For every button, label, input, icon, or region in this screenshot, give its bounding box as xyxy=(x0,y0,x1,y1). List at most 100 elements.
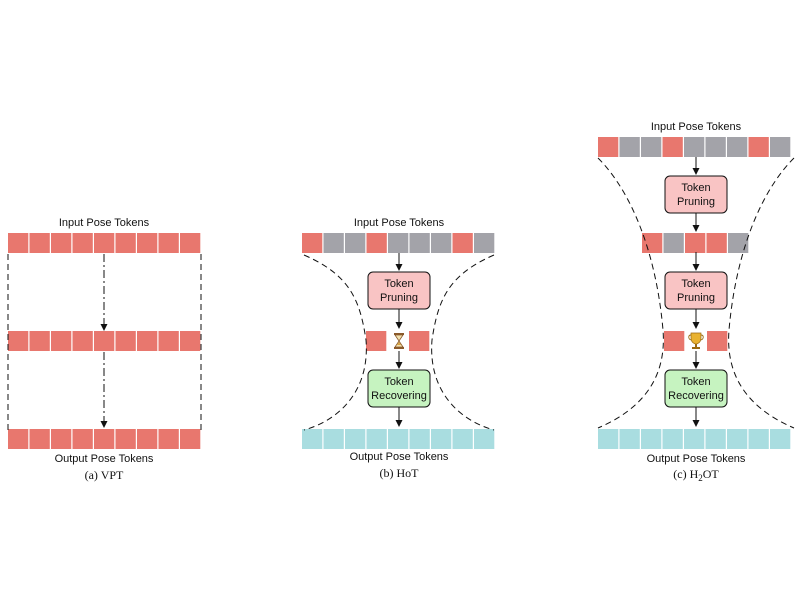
hot-output-token-9 xyxy=(474,429,495,449)
hot-output-label: Output Pose Tokens xyxy=(350,451,449,463)
hot-output-token-7 xyxy=(431,429,452,449)
vpt-middle-token-3 xyxy=(51,331,72,351)
vpt-output-token-8 xyxy=(158,429,179,449)
h2ot-pruned-token-b-1 xyxy=(664,331,685,351)
h2ot-input-token-4 xyxy=(662,137,683,157)
h2ot-output-label: Output Pose Tokens xyxy=(647,453,746,465)
vpt-middle-token-2 xyxy=(29,331,50,351)
vpt-middle-token-9 xyxy=(180,331,201,351)
h2ot-input-token-2 xyxy=(619,137,640,157)
h2ot-input-token-row xyxy=(598,137,791,157)
vpt-middle-token-4 xyxy=(72,331,93,351)
h2ot-input-label: Input Pose Tokens xyxy=(651,121,742,133)
h2ot-pruning1-text-2: Pruning xyxy=(677,196,715,208)
vpt-input-token-8 xyxy=(158,233,179,253)
hot-input-token-2 xyxy=(323,233,344,253)
panel-hot: Input Pose Tokens Token Pruning Token Re… xyxy=(302,217,495,480)
vpt-output-token-4 xyxy=(72,429,93,449)
h2ot-input-token-3 xyxy=(641,137,662,157)
h2ot-input-token-6 xyxy=(705,137,726,157)
h2ot-pruned-token-row-2 xyxy=(664,331,728,351)
vpt-input-token-row xyxy=(8,233,201,253)
h2ot-pruned-token-a-3 xyxy=(685,233,706,253)
hot-output-token-6 xyxy=(409,429,430,449)
vpt-input-token-5 xyxy=(94,233,115,253)
h2ot-input-token-8 xyxy=(748,137,769,157)
h2ot-left-dashed-curve xyxy=(597,157,664,429)
hot-input-token-1 xyxy=(302,233,323,253)
h2ot-pruned-token-row-1 xyxy=(642,233,749,253)
h2ot-caption: (c) H2OT xyxy=(673,467,719,483)
hot-caption: (b) HoT xyxy=(380,466,420,480)
h2ot-pruned-token-a-5 xyxy=(728,233,749,253)
trophy-icon xyxy=(688,332,704,349)
h2ot-output-token-3 xyxy=(641,429,662,449)
h2ot-pruning2-text-2: Pruning xyxy=(677,292,715,304)
vpt-input-token-4 xyxy=(72,233,93,253)
hot-input-token-6 xyxy=(409,233,430,253)
vpt-output-token-1 xyxy=(8,429,29,449)
h2ot-output-token-5 xyxy=(684,429,705,449)
vpt-middle-token-1 xyxy=(8,331,29,351)
vpt-input-token-6 xyxy=(115,233,136,253)
vpt-output-token-9 xyxy=(180,429,201,449)
vpt-input-token-2 xyxy=(29,233,50,253)
panel-h2ot: Input Pose Tokens Token Pruning Token Pr… xyxy=(597,121,795,483)
hot-output-token-4 xyxy=(366,429,387,449)
hot-pruned-token-3 xyxy=(409,331,430,351)
hot-output-token-1 xyxy=(302,429,323,449)
vpt-middle-token-8 xyxy=(158,331,179,351)
hot-pruning-text-2: Pruning xyxy=(380,292,418,304)
hot-input-token-9 xyxy=(474,233,495,253)
h2ot-output-token-7 xyxy=(727,429,748,449)
vpt-middle-token-7 xyxy=(137,331,158,351)
h2ot-output-token-6 xyxy=(705,429,726,449)
h2ot-output-token-1 xyxy=(598,429,619,449)
vpt-middle-token-5 xyxy=(94,331,115,351)
vpt-output-label: Output Pose Tokens xyxy=(55,453,154,465)
hot-input-token-5 xyxy=(388,233,409,253)
h2ot-right-dashed-curve xyxy=(728,157,795,429)
h2ot-output-token-9 xyxy=(770,429,791,449)
vpt-output-token-7 xyxy=(137,429,158,449)
h2ot-pruning2-text-1: Token xyxy=(681,278,710,290)
hot-input-token-row xyxy=(302,233,495,253)
hot-input-token-3 xyxy=(345,233,366,253)
vpt-middle-token-6 xyxy=(115,331,136,351)
vpt-input-token-9 xyxy=(180,233,201,253)
vpt-output-token-3 xyxy=(51,429,72,449)
h2ot-input-token-7 xyxy=(727,137,748,157)
vpt-caption: (a) VPT xyxy=(85,468,124,482)
h2ot-pruned-token-a-1 xyxy=(642,233,663,253)
vpt-output-token-2 xyxy=(29,429,50,449)
h2ot-recovering-text-1: Token xyxy=(681,376,710,388)
vpt-output-token-5 xyxy=(94,429,115,449)
h2ot-input-token-1 xyxy=(598,137,619,157)
hot-input-label: Input Pose Tokens xyxy=(354,217,445,229)
h2ot-pruned-token-a-4 xyxy=(706,233,727,253)
hot-input-token-8 xyxy=(452,233,473,253)
h2ot-pruned-token-b-3 xyxy=(707,331,728,351)
h2ot-output-token-8 xyxy=(748,429,769,449)
vpt-input-label: Input Pose Tokens xyxy=(59,217,150,229)
h2ot-recovering-text-2: Recovering xyxy=(668,390,724,402)
hot-recovering-text-2: Recovering xyxy=(371,390,427,402)
hot-output-token-3 xyxy=(345,429,366,449)
h2ot-input-token-5 xyxy=(684,137,705,157)
hot-recovering-text-1: Token xyxy=(384,376,413,388)
h2ot-pruning1-text-1: Token xyxy=(681,182,710,194)
vpt-input-token-7 xyxy=(137,233,158,253)
hot-output-token-5 xyxy=(388,429,409,449)
h2ot-output-token-4 xyxy=(662,429,683,449)
hot-pruned-token-1 xyxy=(366,331,387,351)
hot-left-dashed-curve xyxy=(303,254,367,431)
hot-output-token-2 xyxy=(323,429,344,449)
hot-pruning-text-1: Token xyxy=(384,278,413,290)
hot-right-dashed-curve xyxy=(431,254,495,431)
h2ot-pruned-token-a-2 xyxy=(663,233,684,253)
vpt-output-token-row xyxy=(8,429,201,449)
panel-vpt: Input Pose Tokens Output Pose Tokens (a)… xyxy=(7,217,202,482)
hot-output-token-row xyxy=(302,429,495,449)
vpt-output-token-6 xyxy=(115,429,136,449)
